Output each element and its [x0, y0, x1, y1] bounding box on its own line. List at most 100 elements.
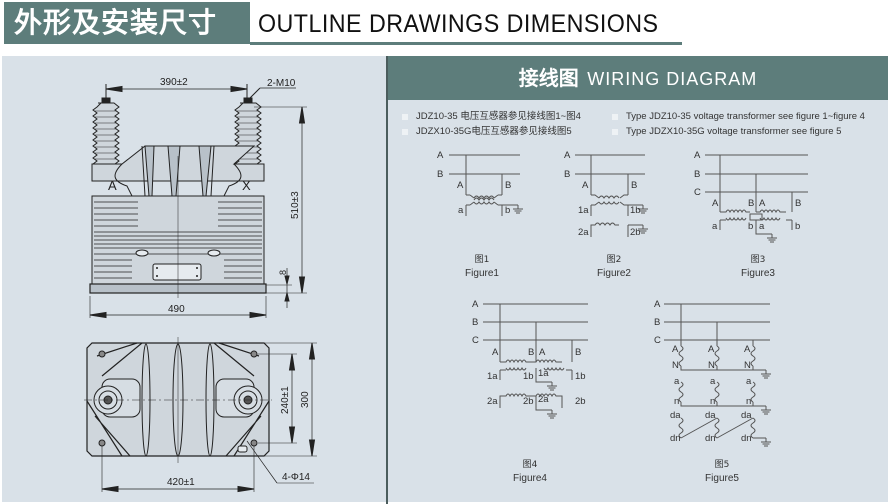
svg-text:B: B	[631, 180, 637, 191]
note-cn-1: JDZ10-35 电压互感器参见接线图1~图4	[402, 109, 581, 124]
svg-text:A: A	[472, 299, 479, 310]
svg-text:2b: 2b	[523, 396, 534, 407]
svg-text:dn: dn	[741, 433, 752, 444]
svg-text:a: a	[712, 221, 718, 232]
svg-text:1a: 1a	[538, 368, 549, 379]
svg-text:N: N	[744, 360, 751, 371]
svg-text:B: B	[795, 198, 801, 209]
svg-text:da: da	[705, 410, 716, 421]
svg-text:2b: 2b	[575, 396, 586, 407]
figure2-caption: 图2 Figure2	[597, 255, 631, 279]
dim-mount-holes: 4-Φ14	[282, 472, 310, 483]
svg-text:B: B	[528, 347, 534, 358]
svg-text:a: a	[674, 376, 680, 387]
note-text: JDZX10-35G电压互感器参见接线图5	[416, 126, 572, 137]
note-text: Type JDZ10-35 voltage transformer see fi…	[626, 111, 865, 122]
svg-text:1b: 1b	[575, 371, 586, 382]
svg-text:A: A	[712, 198, 719, 209]
bullet-icon	[612, 128, 618, 135]
svg-text:A: A	[582, 180, 589, 191]
dim-height: 510±3	[290, 191, 301, 219]
svg-text:A: A	[708, 344, 715, 355]
section-title-en: OUTLINE DRAWINGS DIMENSIONS	[258, 10, 659, 38]
svg-text:A: A	[539, 347, 546, 358]
notes-cn: JDZ10-35 电压互感器参见接线图1~图4 JDZX10-35G电压互感器参…	[402, 109, 581, 139]
svg-text:b: b	[505, 205, 510, 216]
bullet-icon	[402, 113, 408, 120]
svg-text:b: b	[748, 221, 753, 232]
svg-text:1a: 1a	[487, 371, 498, 382]
svg-text:N: N	[708, 360, 715, 371]
svg-text:B: B	[748, 198, 754, 209]
dim-mount-depth: 240±1	[280, 386, 291, 414]
svg-text:n: n	[674, 396, 679, 407]
dim-width: 490	[168, 304, 185, 315]
svg-text:N: N	[672, 360, 679, 371]
dim-mount-width: 420±1	[167, 477, 195, 488]
fig1-bus-b: B	[437, 169, 443, 180]
svg-text:A: A	[654, 299, 661, 310]
svg-text:da: da	[670, 410, 681, 421]
svg-text:A: A	[759, 198, 766, 209]
svg-text:1b: 1b	[630, 205, 641, 216]
note-cn-2: JDZX10-35G电压互感器参见接线图5	[402, 124, 581, 139]
svg-text:1a: 1a	[578, 205, 589, 216]
outline-drawings-panel: A X	[2, 56, 386, 502]
dim-depth: 300	[300, 391, 311, 408]
svg-text:1b: 1b	[523, 371, 534, 382]
figure3-caption: 图3 Figure3	[741, 255, 775, 279]
svg-text:n: n	[746, 396, 751, 407]
svg-text:C: C	[472, 335, 479, 346]
svg-text:B: B	[472, 317, 478, 328]
svg-text:da: da	[741, 410, 752, 421]
dim-terminal-spacing: 390±2	[160, 77, 188, 88]
svg-text:B: B	[564, 169, 570, 180]
svg-text:2b: 2b	[630, 227, 641, 238]
svg-text:A: A	[492, 347, 499, 358]
svg-text:A: A	[564, 150, 571, 161]
svg-text:n: n	[710, 396, 715, 407]
figure5-caption: 图5 Figure5	[705, 460, 739, 484]
svg-text:B: B	[694, 169, 700, 180]
header-underline	[250, 42, 682, 45]
svg-text:B: B	[505, 180, 511, 191]
svg-text:A: A	[694, 150, 701, 161]
front-view-drawing: A X	[89, 77, 307, 319]
terminal-label-a: A	[108, 178, 117, 193]
figure4-caption: 图4 Figure4	[513, 460, 547, 484]
svg-text:A: A	[672, 344, 679, 355]
wiring-title-en: WIRING DIAGRAM	[587, 69, 758, 89]
bullet-icon	[402, 128, 408, 135]
dim-terminal-thread: 2-M10	[267, 78, 296, 89]
note-text: JDZ10-35 电压互感器参见接线图1~图4	[416, 111, 581, 122]
svg-text:a: a	[458, 205, 464, 216]
top-view-drawing: 240±1 300 420±1 4-Φ14	[84, 337, 317, 493]
svg-text:B: B	[654, 317, 660, 328]
svg-text:2a: 2a	[487, 396, 498, 407]
terminal-label-x: X	[242, 178, 251, 193]
svg-text:A: A	[457, 180, 464, 191]
figure1-caption: 图1 Figure1	[465, 255, 499, 279]
dim-base-thickness: 8	[278, 270, 288, 275]
svg-text:B: B	[575, 347, 581, 358]
svg-text:C: C	[654, 335, 661, 346]
wiring-diagrams: A B A B a b A B A B 1a 1b 2a 2b A B C A …	[437, 150, 808, 447]
section-title-cn: 外形及安装尺寸	[4, 2, 250, 44]
svg-text:dn: dn	[705, 433, 716, 444]
note-en-1: Type JDZ10-35 voltage transformer see fi…	[612, 109, 865, 124]
note-en-2: Type JDZX10-35G voltage transformer see …	[612, 124, 865, 139]
svg-text:dn: dn	[670, 433, 681, 444]
svg-text:A: A	[744, 344, 751, 355]
notes-en: Type JDZ10-35 voltage transformer see fi…	[612, 109, 865, 139]
note-text: Type JDZX10-35G voltage transformer see …	[626, 126, 842, 137]
svg-text:2a: 2a	[538, 394, 549, 405]
svg-text:2a: 2a	[578, 227, 589, 238]
svg-text:b: b	[795, 221, 800, 232]
panel-divider	[386, 56, 388, 504]
svg-text:C: C	[694, 187, 701, 198]
svg-text:a: a	[759, 221, 765, 232]
svg-text:a: a	[746, 376, 752, 387]
wiring-title-cn: 接线图	[518, 66, 579, 90]
fig1-bus-a: A	[437, 150, 444, 161]
wiring-title-bar: 接线图 WIRING DIAGRAM	[388, 56, 888, 100]
